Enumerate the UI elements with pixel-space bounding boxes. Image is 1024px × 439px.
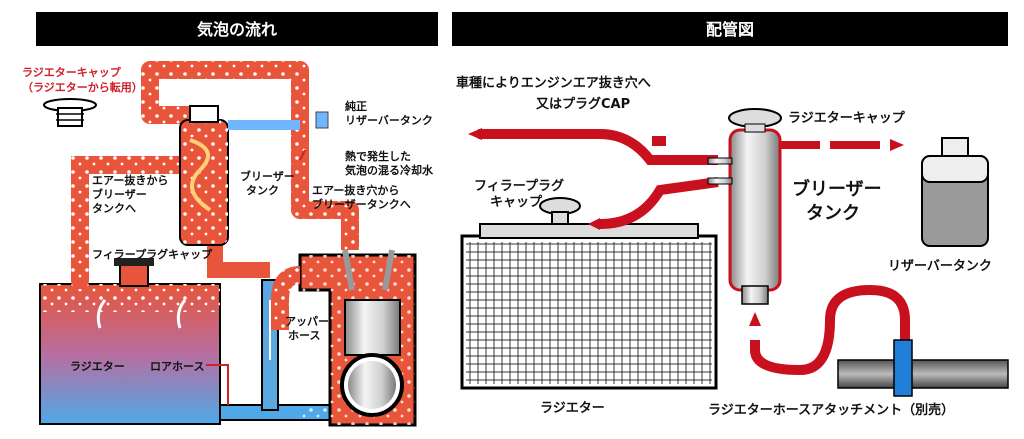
- filler-pipe-arrow: [588, 218, 600, 230]
- breather-cap-neck: [189, 105, 219, 123]
- left-radiator-label: ラジエター: [70, 360, 125, 373]
- return-hose: [750, 284, 910, 376]
- left-air-left-2: ブリーザー: [92, 187, 147, 201]
- radiator-flow-arrow-2: [176, 299, 187, 329]
- engine-air-arrow: [468, 128, 482, 140]
- right-radiator-top-tank: [479, 223, 699, 239]
- lower-hose-callout: [206, 364, 229, 405]
- right-header-title: 配管図: [706, 20, 754, 39]
- left-hot-label-2: 気泡の混る冷却水: [345, 163, 434, 177]
- hose-attachment: [893, 339, 913, 397]
- left-cap-label-1: ラジエターキャップ: [22, 65, 122, 79]
- upper-hose-bubbles: [271, 266, 301, 330]
- left-reservoir-label-1: 純正: [345, 99, 367, 113]
- right-radiator-label: ラジエター: [540, 401, 605, 416]
- right-radiator-cap-neck: [744, 123, 766, 133]
- breather-lower-pipe: [207, 245, 270, 278]
- radiator-cap-icon: [43, 98, 97, 127]
- engine-air-marker: [652, 136, 666, 146]
- left-air-left-1: エアー抜きから: [92, 173, 168, 187]
- right-breather-label-2: タンク: [806, 203, 860, 224]
- right-reservoir-cap: [941, 137, 969, 157]
- crank-inner: [348, 361, 396, 409]
- hot-callout: [299, 149, 306, 161]
- left-reservoir-label-2: リザーバータンク: [345, 114, 433, 127]
- right-breather-port-1: [707, 157, 733, 165]
- engine-air-pipe: [478, 129, 718, 165]
- right-engine-label-1: 車種によりエンジンエア抜き穴へ: [456, 75, 651, 91]
- right-reservoir-label: リザーバータンク: [888, 259, 992, 274]
- filler-plug-cap: [114, 258, 154, 266]
- left-air-left-3: タンクへ: [92, 202, 136, 215]
- valve-left: [342, 249, 355, 291]
- right-filler-label-2: キャップ: [490, 195, 543, 210]
- left-air-right-1: エアー抜き穴から: [312, 183, 399, 197]
- piston: [344, 299, 401, 356]
- right-radiator: [460, 234, 718, 390]
- right-filler-neck: [551, 211, 569, 225]
- left-header-bar: [36, 12, 438, 46]
- left-lower-hose-label: ロアホース: [150, 360, 204, 373]
- breather-tank-bubbles: [180, 120, 228, 245]
- right-radiator-grid: [466, 242, 712, 384]
- left-header-title: 気泡の流れ: [197, 20, 277, 39]
- right-breather-tank: [728, 128, 782, 292]
- left-cap-label-2: （ラジエターから転用）: [22, 80, 143, 94]
- left-upper-hose-2: ホース: [288, 329, 320, 342]
- filler-pipe: [599, 177, 719, 229]
- reservoir-arrow: [890, 139, 904, 151]
- valve-right: [382, 249, 395, 291]
- right-breather-label-1: ブリーザー: [792, 178, 882, 200]
- left-filler-label: フィラープラグキャップ: [92, 247, 213, 261]
- right-attachment-label: ラジエターホースアタッチメント（別売）: [708, 402, 954, 418]
- radiator-filler-neck: [119, 263, 149, 287]
- radiator-hose-pipe: [837, 359, 1009, 389]
- radiator-flow-arrow-1: [96, 299, 107, 329]
- reservoir-tank-icon: [315, 111, 329, 129]
- right-piping-diagram: 車種によりエンジンエア抜き穴へ 又はプラグCAP ラジエターキャップ フィラープ…: [456, 75, 1009, 418]
- left-flow-diagram: ラジエターキャップ （ラジエターから転用） 純正 リザーバータンク 熱で発生した…: [22, 61, 434, 427]
- left-air-right-2: ブリーザータンクへ: [312, 197, 411, 211]
- right-reservoir-top: [921, 155, 989, 183]
- right-breather-outlet: [741, 285, 769, 305]
- right-breather-port-2: [707, 177, 733, 185]
- right-cap-label: ラジエターキャップ: [788, 111, 906, 126]
- return-arrow-up: [749, 312, 761, 326]
- right-filler-label-1: フィラープラグ: [474, 178, 564, 194]
- left-breather-label-2: タンク: [246, 184, 279, 197]
- left-air-pipe-bubbles: [71, 156, 180, 280]
- radiator-bubbles: [40, 284, 220, 312]
- right-engine-label-2: 又はプラグCAP: [535, 96, 630, 112]
- top-loop-pipe-bubbles: [141, 61, 359, 250]
- breather-swirl: [189, 138, 212, 212]
- left-breather-label-1: ブリーザー: [240, 169, 295, 183]
- left-upper-hose-1: アッパー: [285, 315, 329, 328]
- left-hot-label-1: 熱で発生した: [345, 149, 411, 163]
- right-header-bar: [452, 12, 1008, 46]
